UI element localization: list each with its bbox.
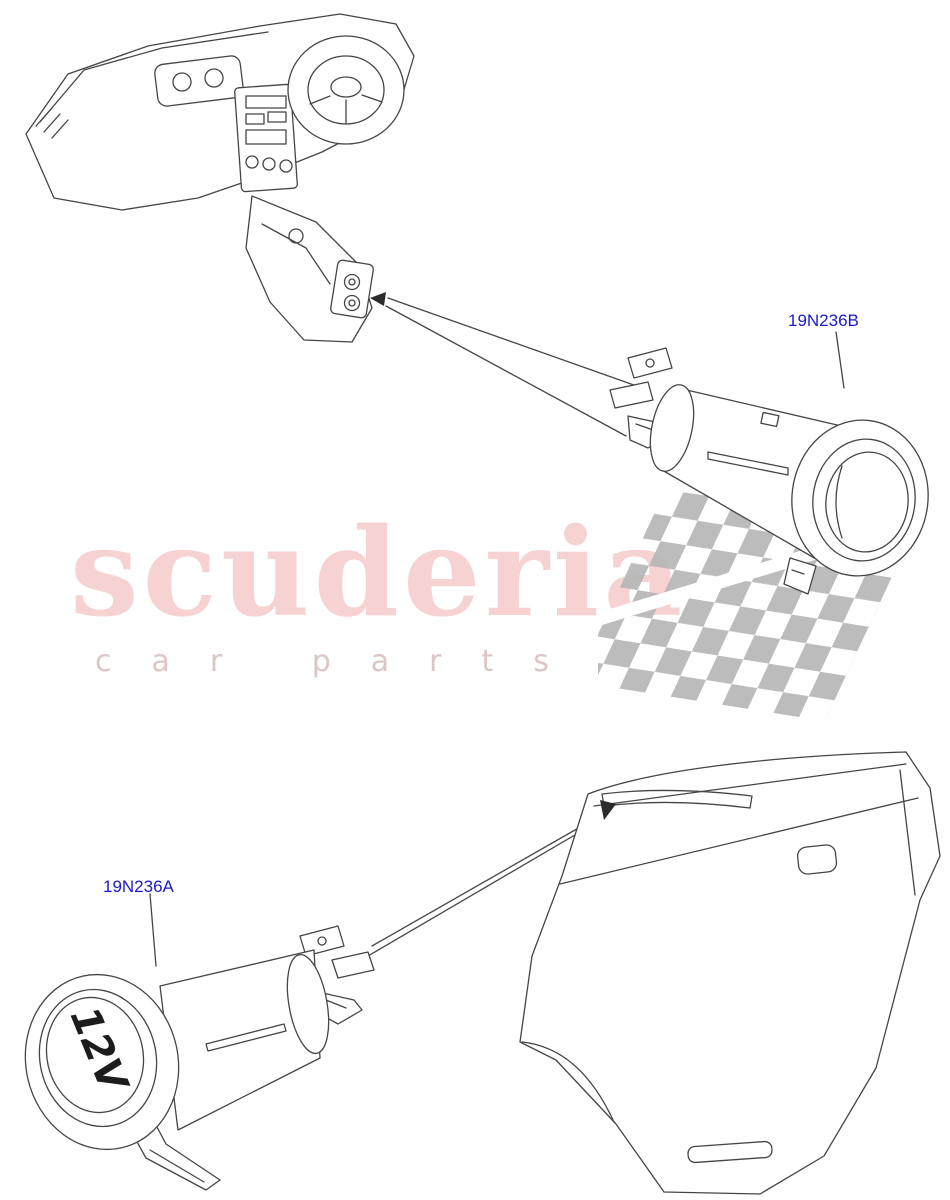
leader-lines-socket-a bbox=[367, 809, 611, 957]
part-label-19N236B[interactable]: 19N236B bbox=[788, 311, 859, 330]
centre-stack bbox=[234, 83, 298, 193]
socket-b-illustration bbox=[609, 347, 929, 595]
trim-bottom-slot bbox=[687, 1140, 773, 1164]
trim-handle-cutout bbox=[796, 844, 838, 875]
pointer-arrow-trim bbox=[600, 800, 616, 820]
trunk-trim-illustration bbox=[519, 751, 941, 1195]
socket-b-bezel bbox=[791, 419, 929, 577]
dashboard-illustration bbox=[25, 13, 415, 343]
callout-line-a bbox=[149, 893, 157, 967]
callout-line-b bbox=[835, 331, 845, 389]
vent-hatch bbox=[35, 107, 69, 139]
steering-wheel bbox=[287, 35, 405, 145]
socket-a-bezel: 12V bbox=[24, 973, 180, 1151]
leader-lines-socket-b bbox=[385, 297, 649, 437]
watermark-brand: scuderia bbox=[70, 500, 687, 644]
instrument-cluster bbox=[154, 55, 244, 107]
trim-top-slot bbox=[601, 789, 753, 809]
part-label-19N236A[interactable]: 19N236A bbox=[103, 877, 174, 896]
pointer-arrow-console bbox=[370, 292, 386, 306]
watermark-subtitle: car parts bbox=[95, 644, 589, 679]
socket-a-illustration: 12V bbox=[24, 925, 375, 1191]
socket-a-terminals bbox=[299, 925, 375, 1025]
